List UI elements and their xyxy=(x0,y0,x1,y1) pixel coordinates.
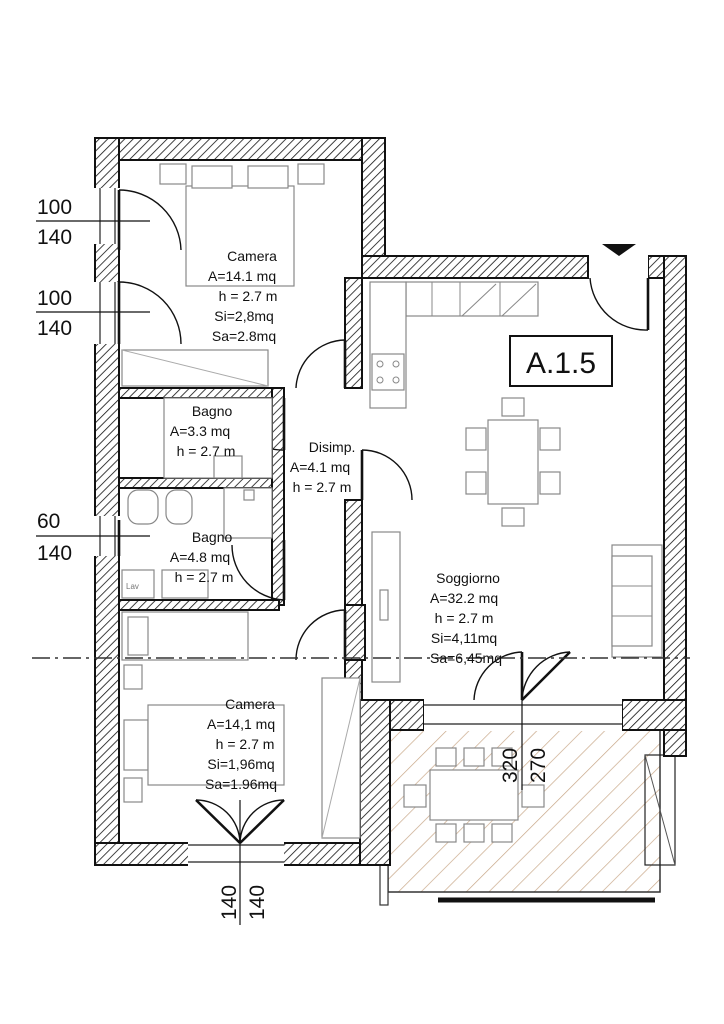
window-dim-1-top: 100 xyxy=(37,196,72,219)
window-dim-3-top: 60 xyxy=(37,510,60,533)
window-dim-2-top: 100 xyxy=(37,287,72,310)
room-disimp: Disimp. A=4.1 mq h = 2.7 m xyxy=(290,439,359,495)
window-dim-1-bottom: 140 xyxy=(37,226,72,249)
terrace-table xyxy=(403,747,545,843)
unit-tag: A.1.5 xyxy=(509,335,613,387)
bottom-dim-b: 140 xyxy=(246,885,269,920)
bottom-dim-a: 140 xyxy=(218,885,241,920)
room-bagno-1: Bagno A=3.3 mq h = 2.7 m xyxy=(170,403,236,459)
lav-label: Lav xyxy=(126,582,139,591)
window-dimensions: 100 140 100 140 60 140 xyxy=(36,196,150,565)
terrace-dim-b: 270 xyxy=(527,748,550,783)
terrace-dim-a: 320 xyxy=(499,748,522,783)
walls xyxy=(94,137,687,866)
room-soggiorno: Soggiorno A=32.2 mq h = 2.7 m Si=4,11mq … xyxy=(430,570,504,666)
room-camera-2: Camera A=14,1 mq h = 2.7 m Si=1,96mq Sa=… xyxy=(205,696,279,792)
room-camera-1: Camera A=14.1 mq h = 2.7 m Si=2,8mq Sa=2… xyxy=(208,248,281,344)
window-dim-3-bottom: 140 xyxy=(37,542,72,565)
doors xyxy=(117,189,650,844)
room-labels: Camera A=14.1 mq h = 2.7 m Si=2,8mq Sa=2… xyxy=(170,248,504,792)
furniture: Lav xyxy=(121,163,663,839)
unit-tag-text: A.1.5 xyxy=(526,347,596,380)
window-dim-2-bottom: 140 xyxy=(37,317,72,340)
terrace-dimension: 320 270 xyxy=(499,700,550,790)
bottom-dimension: 140 140 xyxy=(218,800,269,925)
room-bagno-2: Bagno A=4.8 mq h = 2.7 m xyxy=(170,529,236,585)
